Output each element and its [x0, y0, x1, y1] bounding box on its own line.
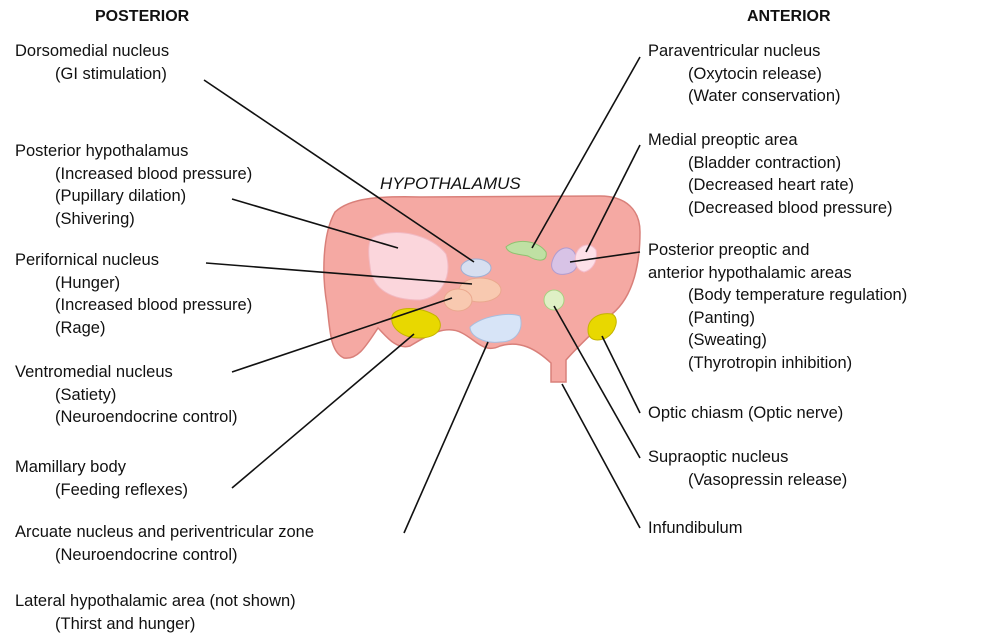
label-function: (Body temperature regulation) — [648, 284, 907, 307]
label-function: (Shivering) — [15, 208, 252, 231]
label-dorsomedial: Dorsomedial nucleus (GI stimulation) — [15, 40, 169, 85]
dorsomedial-nucleus-shape — [461, 259, 491, 277]
label-function: (Vasopressin release) — [648, 469, 847, 492]
label-function: (Feeding reflexes) — [15, 479, 188, 502]
label-function: (Neuroendocrine control) — [15, 544, 314, 567]
label-name: Medial preoptic area — [648, 129, 893, 152]
label-name: Posterior hypothalamus — [15, 140, 252, 163]
leader-infundibulum — [562, 384, 640, 528]
label-function: (Oxytocin release) — [648, 63, 841, 86]
label-function: (Sweating) — [648, 329, 907, 352]
label-optic-chiasm: Optic chiasm (Optic nerve) — [648, 402, 843, 425]
label-function: (Thirst and hunger) — [15, 613, 296, 636]
label-name: Perifornical nucleus — [15, 249, 252, 272]
label-arcuate: Arcuate nucleus and periventricular zone… — [15, 521, 314, 566]
label-function: (Bladder contraction) — [648, 152, 893, 175]
label-function: (Decreased blood pressure) — [648, 197, 893, 220]
label-name: Lateral hypothalamic area (not shown) — [15, 590, 296, 613]
label-function: (Rage) — [15, 317, 252, 340]
label-function: (Thyrotropin inhibition) — [648, 352, 907, 375]
label-perifornical: Perifornical nucleus (Hunger) (Increased… — [15, 249, 252, 339]
label-function: (Decreased heart rate) — [648, 174, 893, 197]
label-name: Optic chiasm (Optic nerve) — [648, 402, 843, 425]
label-function: (GI stimulation) — [15, 63, 169, 86]
label-function: (Pupillary dilation) — [15, 185, 252, 208]
label-name: Posterior preoptic and — [648, 239, 907, 262]
label-mamillary: Mamillary body (Feeding reflexes) — [15, 456, 188, 501]
label-function: (Neuroendocrine control) — [15, 406, 238, 429]
posterior-heading: POSTERIOR — [95, 8, 189, 26]
label-name: Arcuate nucleus and periventricular zone — [15, 521, 314, 544]
label-name-line2: anterior hypothalamic areas — [648, 262, 907, 285]
label-function: (Increased blood pressure) — [15, 163, 252, 186]
label-posterior-preoptic: Posterior preoptic and anterior hypothal… — [648, 239, 907, 374]
label-function: (Satiety) — [15, 384, 238, 407]
label-ventromedial: Ventromedial nucleus (Satiety) (Neuroend… — [15, 361, 238, 429]
leader-mamillary — [232, 334, 414, 488]
leader-arcuate — [404, 342, 488, 533]
label-function: (Hunger) — [15, 272, 252, 295]
label-function: (Increased blood pressure) — [15, 294, 252, 317]
label-function: (Panting) — [648, 307, 907, 330]
label-lateral: Lateral hypothalamic area (not shown) (T… — [15, 590, 296, 635]
label-name: Infundibulum — [648, 517, 742, 540]
hypothalamus-title: HYPOTHALAMUS — [380, 174, 521, 194]
label-name: Ventromedial nucleus — [15, 361, 238, 384]
label-supraoptic: Supraoptic nucleus (Vasopressin release) — [648, 446, 847, 491]
anterior-heading: ANTERIOR — [747, 8, 831, 26]
label-name: Paraventricular nucleus — [648, 40, 841, 63]
label-posterior-hypothalamus: Posterior hypothalamus (Increased blood … — [15, 140, 252, 230]
label-function: (Water conservation) — [648, 85, 841, 108]
label-infundibulum: Infundibulum — [648, 517, 742, 540]
label-name: Supraoptic nucleus — [648, 446, 847, 469]
label-medial-preoptic: Medial preoptic area (Bladder contractio… — [648, 129, 893, 219]
label-name: Mamillary body — [15, 456, 188, 479]
label-name: Dorsomedial nucleus — [15, 40, 169, 63]
label-paraventricular: Paraventricular nucleus (Oxytocin releas… — [648, 40, 841, 108]
